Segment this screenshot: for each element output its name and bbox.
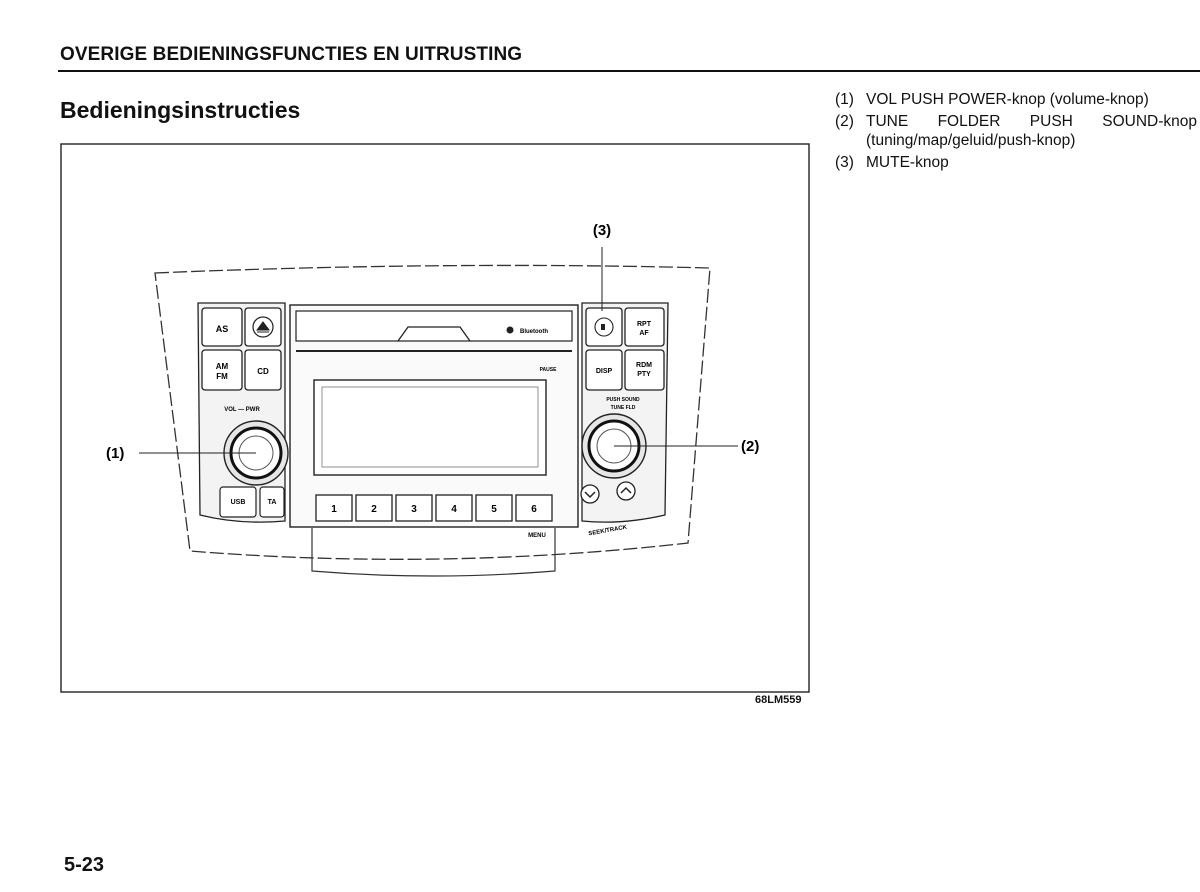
legend-item-2: (2) TUNE FOLDER PUSH SOUND-knop (tuning/… [835, 112, 1197, 151]
callout-1: (1) [106, 445, 124, 462]
preset-label: 5 [491, 504, 497, 515]
pty-label: PTY [637, 371, 651, 378]
pause-label: PAUSE [540, 367, 558, 373]
legend-text: MUTE-knop [866, 153, 949, 171]
ta-button[interactable] [259, 486, 285, 518]
header-rule [58, 70, 1200, 72]
legend-item-3: (3) MUTE-knop [835, 153, 1197, 173]
disp-button[interactable] [585, 349, 623, 391]
am-fm-button[interactable] [201, 349, 243, 391]
usb-label: USB [231, 499, 246, 506]
preset-button[interactable] [395, 494, 433, 522]
legend-number: (1) [835, 91, 854, 108]
preset-label: 2 [371, 504, 377, 515]
display-inner [321, 386, 539, 468]
tune-fld-label: TUNE FLD [611, 405, 636, 411]
am-label: AM [216, 362, 229, 371]
callout-2: (2) [741, 438, 759, 455]
legend-number: (3) [835, 153, 854, 171]
cd-label: CD [257, 367, 269, 376]
preset-label: 3 [411, 504, 417, 515]
display-screen [313, 379, 547, 476]
callout-3: (3) [593, 222, 611, 239]
mute-speaker-glyph [601, 324, 605, 330]
page-number: 5-23 [64, 854, 105, 876]
preset-button[interactable] [435, 494, 473, 522]
legend-number: (2) [835, 112, 854, 130]
subtitle: Bedieningsinstructies [60, 97, 301, 123]
legend-text: VOL PUSH POWER-knop (volume-knop) [866, 91, 1149, 108]
section-title: OVERIGE BEDIENINGSFUNCTIES EN UITRUSTING [60, 44, 523, 65]
fm-label: FM [216, 372, 228, 381]
seek-track-label: SEEK/TRACK [588, 525, 628, 538]
as-button[interactable] [201, 307, 243, 347]
disp-label: DISP [596, 368, 613, 375]
cd-slot-opening [397, 326, 471, 342]
mute-icon [594, 317, 614, 337]
figure-frame [60, 143, 810, 693]
ta-label: TA [268, 499, 277, 506]
preset-button[interactable] [355, 494, 393, 522]
figure-code: 68LM559 [755, 694, 802, 706]
as-label: AS [216, 324, 229, 334]
preset-button[interactable] [515, 494, 553, 522]
bluetooth-label: Bluetooth [520, 329, 548, 335]
preset-button[interactable] [315, 494, 353, 522]
bottom-tray [311, 528, 556, 577]
legend-item-1: (1) VOL PUSH POWER-knop (volume-knop) [835, 90, 1197, 110]
sound-label: PUSH SOUND [606, 397, 640, 403]
rdm-pty-button[interactable] [624, 349, 665, 391]
chevron-up-icon [620, 486, 632, 494]
legend-text: TUNE FOLDER PUSH SOUND-knop (tuning/map/… [866, 112, 1197, 150]
preset-buttons: 1 2 3 4 5 6 [315, 494, 553, 522]
rpt-af-button[interactable] [624, 307, 665, 347]
preset-label: 1 [331, 504, 337, 515]
af-label: AF [639, 330, 649, 337]
radio-illustration: AS AM FM CD VOL — PWR USB TA Bluetooth P… [60, 143, 810, 693]
rpt-label: RPT [637, 321, 652, 328]
cd-button[interactable] [244, 349, 282, 391]
cd-slot-panel [295, 310, 573, 342]
seek-up-button[interactable] [616, 481, 636, 501]
vol-pwr-label: VOL — PWR [224, 407, 260, 413]
eject-icon [252, 316, 274, 338]
rdm-label: RDM [636, 362, 652, 369]
seek-down-button[interactable] [580, 484, 600, 504]
preset-label: 4 [451, 504, 457, 515]
menu-label: MENU [528, 533, 546, 539]
legend-list: (1) VOL PUSH POWER-knop (volume-knop) (2… [835, 90, 1197, 174]
bluetooth-icon [506, 326, 514, 334]
eject-symbol [256, 321, 270, 333]
preset-button[interactable] [475, 494, 513, 522]
usb-button[interactable] [219, 486, 257, 518]
radio-bezel [154, 264, 711, 560]
preset-label: 6 [531, 504, 537, 515]
chevron-down-icon [584, 491, 596, 499]
